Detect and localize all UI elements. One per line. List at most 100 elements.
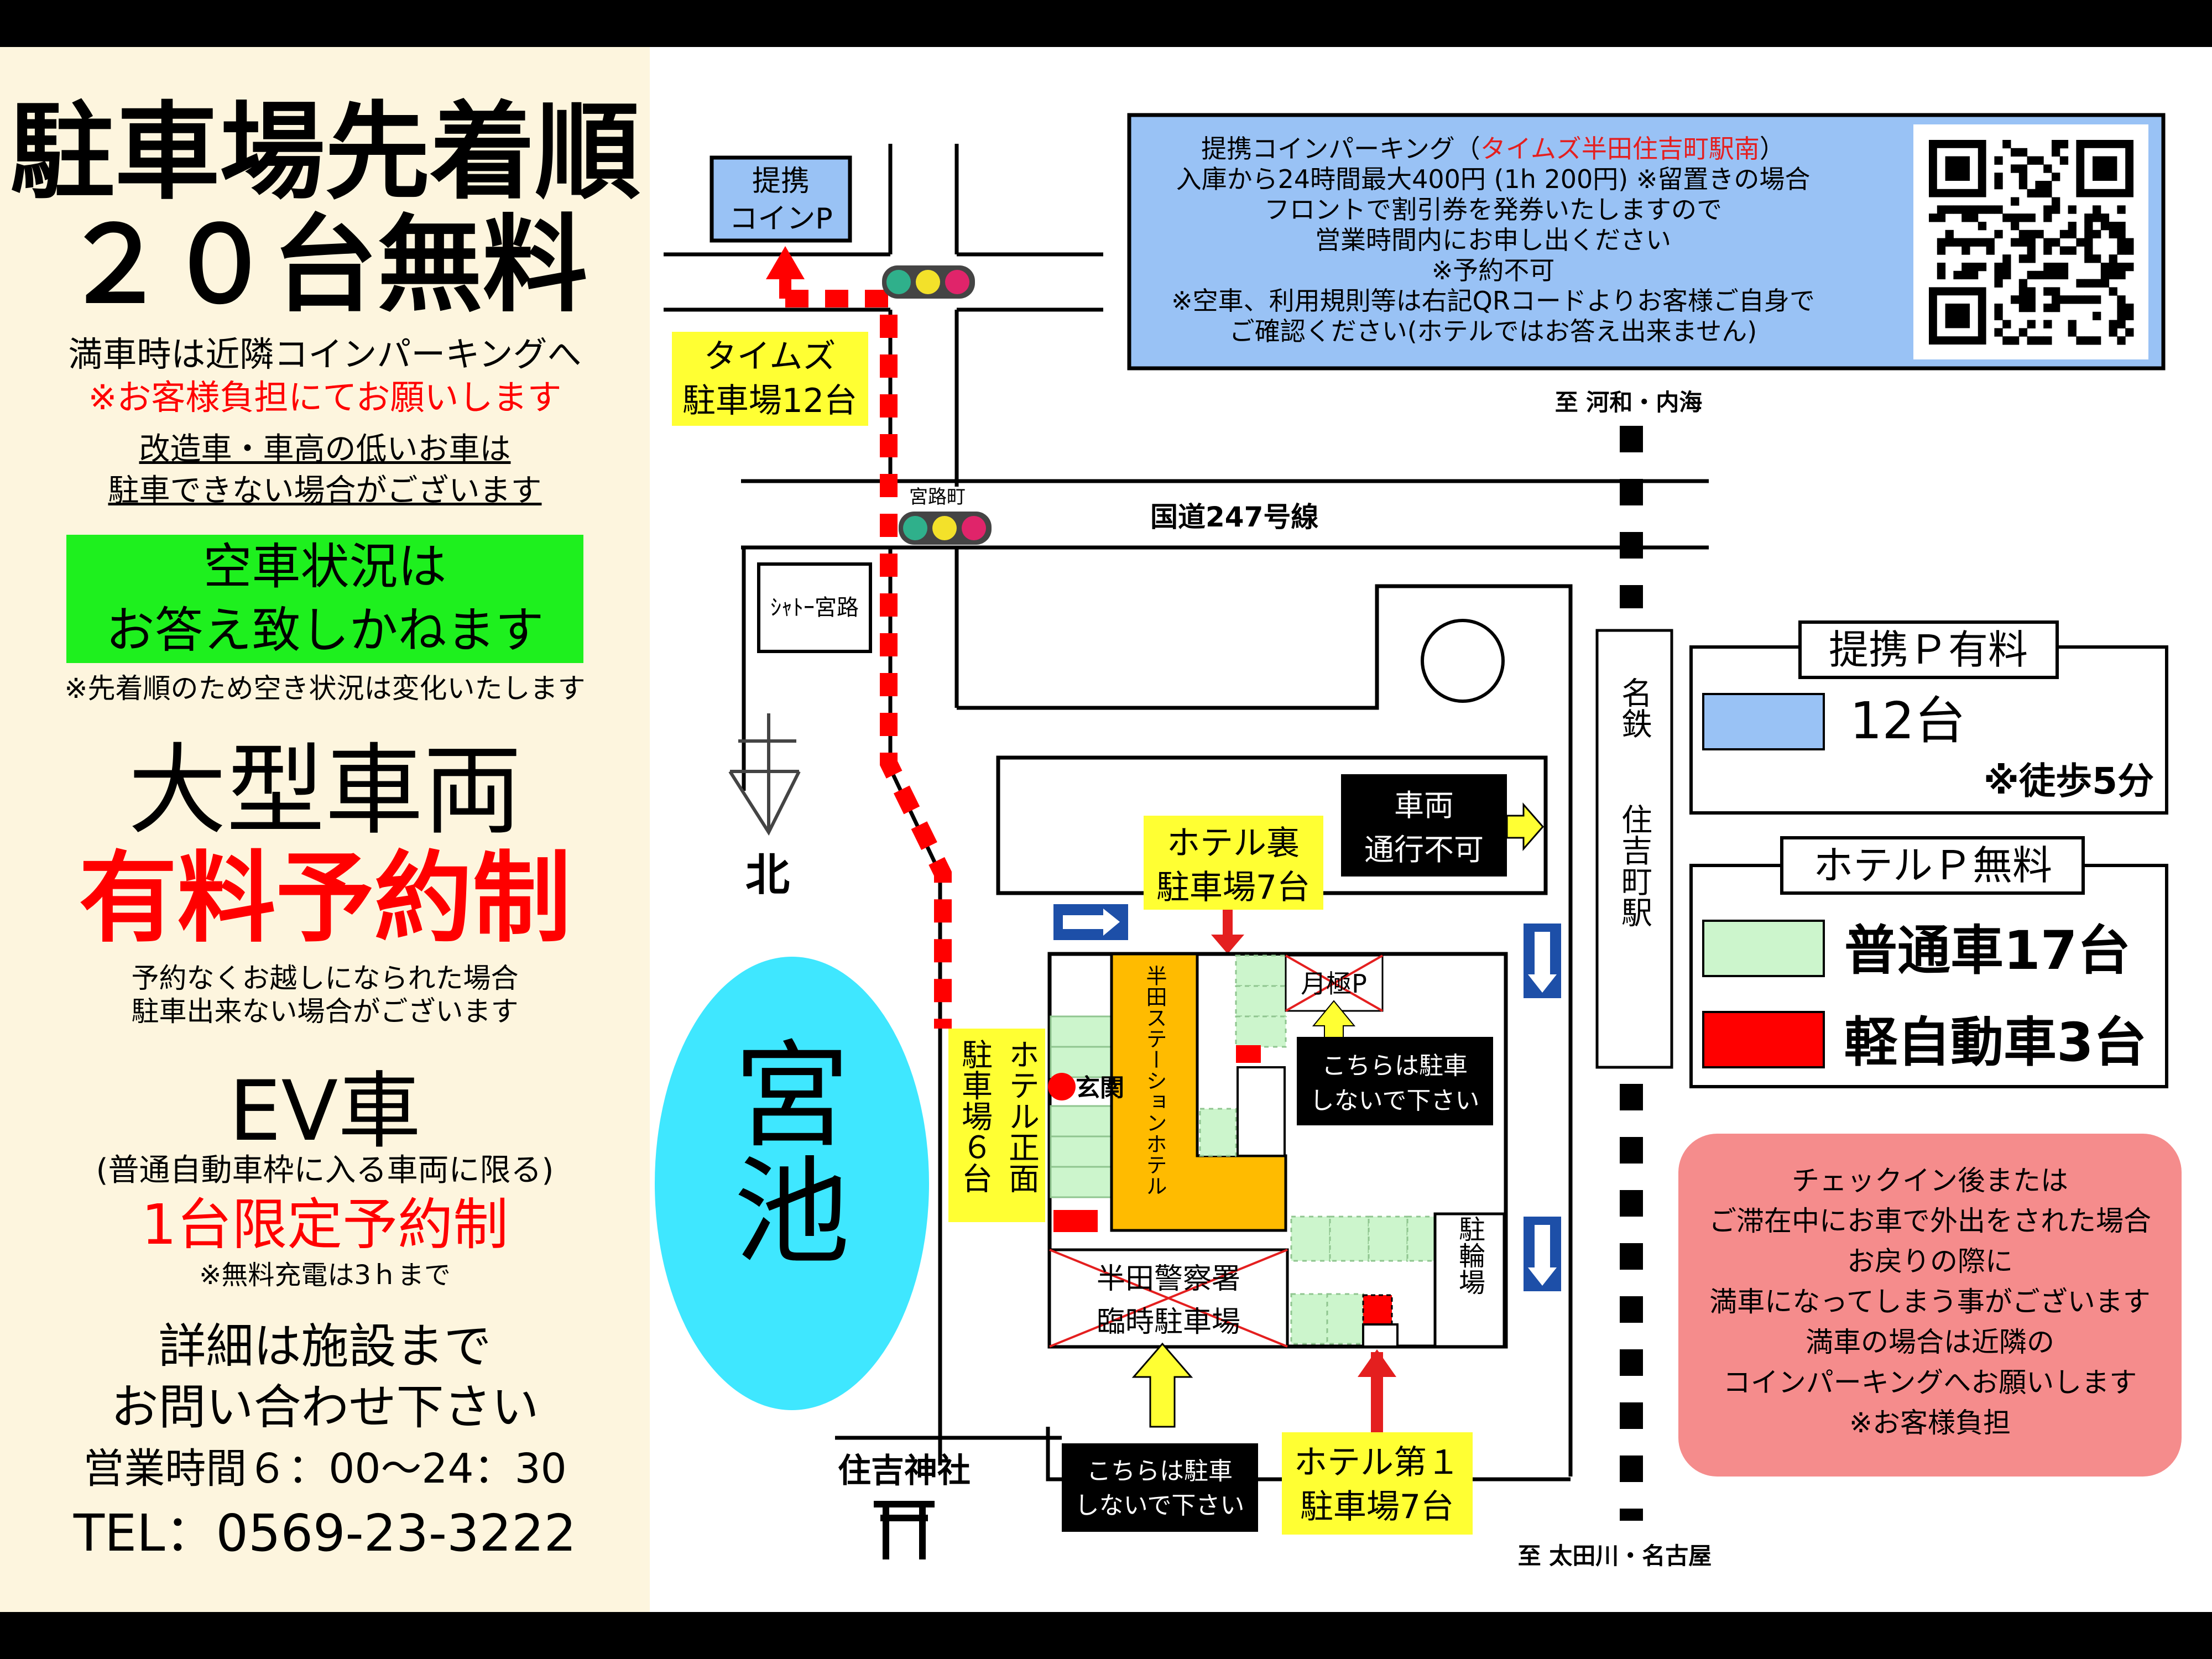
ev-title: EV車 (228, 1063, 421, 1160)
notice-line2: ご滞在中にお車で外出をされた場合 (1709, 1205, 2151, 1237)
hotel-p1-label-1: ホテル第１ (1294, 1443, 1460, 1482)
police-arrow-icon (1131, 1342, 1193, 1428)
times-label-2: 駐車場12台 (682, 382, 857, 420)
notice-line4: 満車になってしまう事がございます (1709, 1286, 2151, 1318)
no-parking-box-1 (1297, 1037, 1493, 1125)
entrance-label: 玄関 (1076, 1074, 1124, 1102)
no-entry-arrow-icon (1506, 802, 1544, 851)
large-note-line2: 駐車出来ない場合がございます (131, 995, 519, 1027)
entrance-marker (1048, 1073, 1076, 1100)
info-line3: フロントで割引券を発券いたしますので (1264, 195, 1722, 225)
cannot-park-text: 駐車できない場合がございます (108, 473, 542, 509)
hotel-p1-label-2: 駐車場7台 (1300, 1488, 1454, 1526)
info-line2: 入庫から24時間最大400円 (1h 200円) ※留置きの場合 (1176, 164, 1811, 194)
legend-partner-title: 提携Ｐ有料 (1829, 627, 2028, 673)
partner-p-label-2: コインP (729, 202, 832, 236)
bicycle-label: 駐輪場 (1454, 1215, 1485, 1295)
legend-hotel-title-box (1780, 836, 2085, 895)
access-map: 提携 コインP 宮路町 タイムズ 駐車場12台 (650, 47, 2212, 1612)
chateau-miyaji-building (757, 562, 872, 653)
miyaji-cho-label: 宮路町 (909, 486, 966, 508)
vacancy-status-box (66, 535, 583, 663)
sumiyoshi-shrine-label: 住吉神社 (838, 1452, 971, 1490)
chateau-label: ｼｬﾄｰ宮路 (770, 595, 859, 620)
hotel-rear-arrow-head (1211, 935, 1244, 954)
vacancy-line2: お答え致しかねます (106, 602, 544, 659)
legend-kei-swatch (1702, 1011, 1825, 1068)
no-parking-box-2 (1062, 1443, 1258, 1532)
one-way-south-icon-1 (1524, 924, 1561, 998)
north-arrow-icon (728, 713, 801, 836)
top-black-bar (0, 0, 2212, 47)
hotel-rear-label-2: 駐車場7台 (1156, 868, 1310, 907)
large-vehicle-reservation: 有料予約制 (79, 841, 571, 956)
police-label-1: 半田警察署 (1097, 1262, 1240, 1296)
route-247-label: 国道247号線 (1150, 501, 1318, 533)
station-label-2: 住吉町駅 (1616, 804, 1652, 927)
to-north-label: 至 河和・内海 (1555, 389, 1703, 416)
partner-p-label-1: 提携 (752, 165, 810, 198)
torii-icon (874, 1501, 935, 1559)
hotel-front-label-2: 駐車場６台 (957, 1039, 993, 1193)
map-svg: 提携 コインP 宮路町 タイムズ 駐車場12台 (655, 113, 2182, 1569)
title-parking-first-come: 駐車場先着順 (9, 91, 640, 213)
north-label: 北 (745, 849, 790, 901)
no-parking-1-label-2: しないで下さい (1310, 1087, 1480, 1115)
info-line5: ※予約不可 (1432, 255, 1555, 285)
station-label-1: 名鉄 (1616, 677, 1652, 739)
info-line6: ※空車、利用規則等は右記QRコードよりお客様ご自身で (1171, 286, 1815, 316)
pond-label-2: 池 (734, 1145, 850, 1280)
route-arrow-head (766, 246, 805, 279)
qr-code-icon[interactable] (1929, 140, 2134, 345)
legend-partner-swatch (1702, 693, 1825, 750)
no-parking-2-label-1: こちらは駐車 (1087, 1457, 1233, 1485)
hotel-name-label: 半田ステーションホテル (1142, 965, 1167, 1196)
no-parking-1-label-1: こちらは駐車 (1322, 1052, 1468, 1080)
bicycle-parking (1433, 1212, 1506, 1348)
hotel-rear-label-1: ホテル裏 (1167, 824, 1300, 863)
no-entry-box (1341, 774, 1507, 877)
legend-partner-title-box (1798, 620, 2059, 679)
monthly-p-label: 月極P (1301, 969, 1367, 999)
legend-kei-count: 軽自動車3台 (1844, 1011, 2147, 1073)
ev-charge-note: ※無料充電は3ｈまで (199, 1260, 451, 1291)
miyaike-pond (655, 957, 929, 1410)
no-entry-label-2: 通行不可 (1364, 832, 1484, 867)
partner-coin-parking (709, 155, 852, 243)
notice-line6: コインパーキングへお願いします (1723, 1366, 2137, 1399)
hotel-p1-arrow-head (1358, 1349, 1396, 1377)
ev-subtitle: (普通自動車枠に入る車両に限る) (96, 1152, 554, 1188)
large-vehicle-title: 大型車両 (128, 733, 522, 848)
notice-line1: チェックイン後または (1792, 1165, 2068, 1197)
meitetsu-station (1595, 629, 1673, 1069)
traffic-light-north (882, 265, 975, 299)
legend-regular-count: 普通車17台 (1844, 920, 2131, 982)
hotel-p1-label-bg (1282, 1432, 1473, 1535)
ev-reservation: 1台限定予約制 (141, 1192, 509, 1257)
times-label-1: タイムズ (704, 337, 836, 376)
lower-parking-spaces (1290, 1215, 1447, 1345)
business-hours: 営業時間６：00～24：30 (83, 1445, 567, 1493)
front-kei-space (1053, 1210, 1098, 1232)
notice-box (1678, 1134, 2182, 1477)
road-lines (664, 144, 1709, 1481)
one-way-east-icon (1053, 904, 1128, 940)
hotel-front-label-1: ホテル正面 (1004, 1039, 1040, 1193)
police-label-2: 臨時駐車場 (1097, 1306, 1240, 1339)
lower-kei-space (1362, 1294, 1393, 1327)
traffic-light-miyaji (899, 512, 992, 545)
rear-kei-space (1236, 1045, 1261, 1063)
one-way-south-icon-2 (1524, 1217, 1561, 1291)
pond-label-1: 宮 (734, 1029, 850, 1164)
rear-small-building (1237, 1066, 1286, 1157)
notice-line3: お戻りの際に (1847, 1245, 2013, 1277)
vacancy-note: ※先着順のため空き状況は変化いたします (64, 672, 586, 705)
full-coin-parking-text: 満車時は近隣コインパーキングへ (68, 334, 582, 374)
roundabout (1421, 619, 1505, 703)
times-parking-label-bg (672, 332, 868, 426)
legend-partner-walk: ※徒歩5分 (1984, 760, 2154, 802)
no-parking-2-label-2: しないで下さい (1075, 1491, 1245, 1520)
info-line1: 提携コインパーキング（タイムズ半田住吉町駅南） (1201, 134, 1785, 164)
info-line4: 営業時間内にお申し出ください (1315, 225, 1671, 255)
customer-burden-text: ※お客様負担にてお願いします (88, 377, 562, 418)
